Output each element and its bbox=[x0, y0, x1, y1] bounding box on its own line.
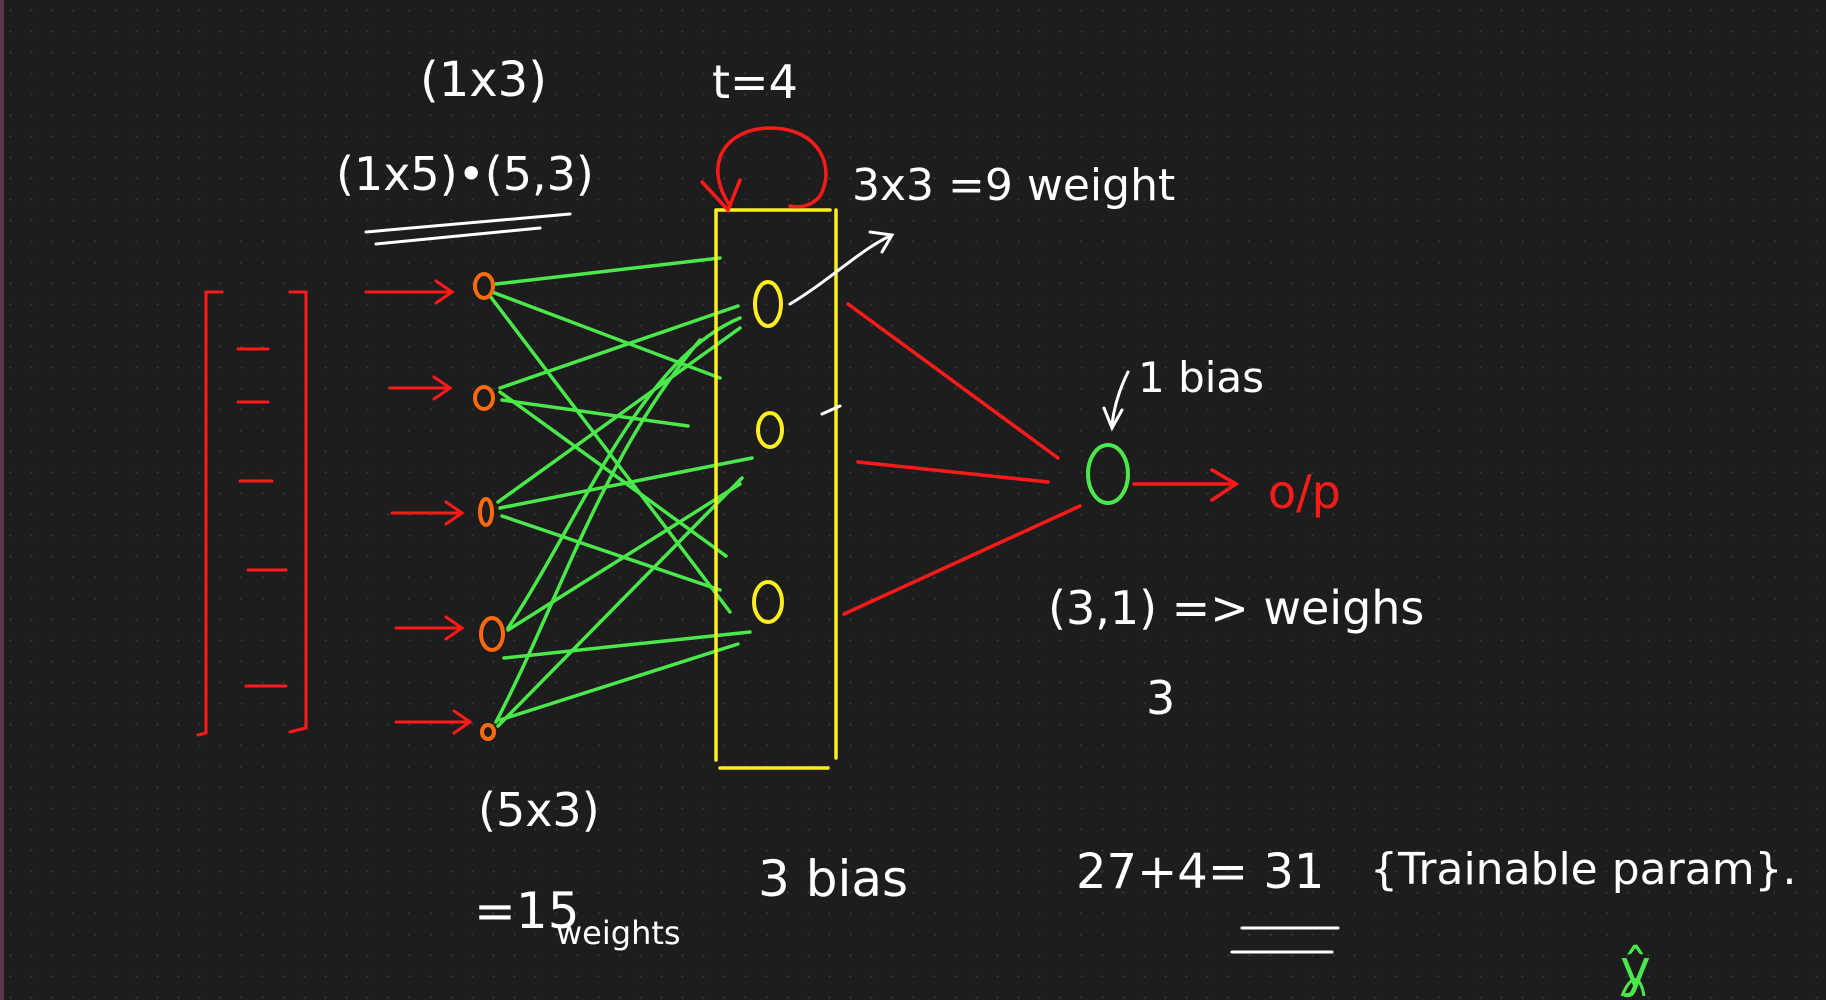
input-weights-word-label: weights bbox=[556, 914, 681, 952]
hidden-layer-box bbox=[714, 208, 838, 770]
total-sum-label: 27+4= 31 bbox=[1076, 844, 1324, 900]
hidden-node-3 bbox=[752, 580, 784, 624]
trainable-params-label: {Trainable param}. bbox=[1370, 844, 1797, 895]
left-window-edge bbox=[0, 0, 4, 1000]
input-nodes bbox=[473, 272, 505, 741]
output-weights-count-label: 3 bbox=[1146, 671, 1175, 725]
underlines bbox=[364, 212, 1340, 954]
recurrent-weights-label: 3x3 =9 weight bbox=[852, 160, 1175, 211]
input-weights-shape-label: (5x3) bbox=[478, 783, 600, 837]
hidden-output-weights bbox=[842, 302, 1240, 616]
annotations: (1x3) t=4 (1x5)•(5,3) 3x3 =9 weight 1 bi… bbox=[336, 52, 1797, 999]
input-node-3 bbox=[478, 497, 494, 527]
bias-arrow bbox=[1102, 370, 1130, 432]
input-node-4 bbox=[479, 616, 505, 652]
input-node-5 bbox=[480, 723, 496, 741]
input-weights-count-label: =15 bbox=[474, 882, 580, 940]
output-node bbox=[1086, 443, 1130, 505]
top-shape-label: (1x3) bbox=[420, 52, 547, 108]
hidden-node-2 bbox=[756, 411, 784, 449]
dot-product-label: (1x5)•(5,3) bbox=[336, 147, 594, 201]
output-bias-label: 1 bias bbox=[1138, 353, 1264, 402]
input-node-1 bbox=[473, 272, 495, 300]
time-step-label: t=4 bbox=[712, 55, 798, 109]
recurrent-loop bbox=[700, 126, 828, 214]
output-weights-shape-label: (3,1) => weighs bbox=[1048, 581, 1424, 635]
output-label: o/p bbox=[1268, 465, 1341, 519]
recurrent-arrow bbox=[788, 230, 895, 416]
y-hat-mark bbox=[1620, 978, 1646, 997]
hidden-node-1 bbox=[753, 280, 783, 328]
input-node-2 bbox=[473, 385, 495, 411]
hidden-bias-label: 3 bias bbox=[758, 850, 908, 908]
input-hidden-weights bbox=[488, 256, 754, 728]
input-arrows bbox=[364, 279, 473, 735]
hidden-nodes bbox=[752, 280, 784, 624]
input-vector bbox=[196, 290, 308, 737]
